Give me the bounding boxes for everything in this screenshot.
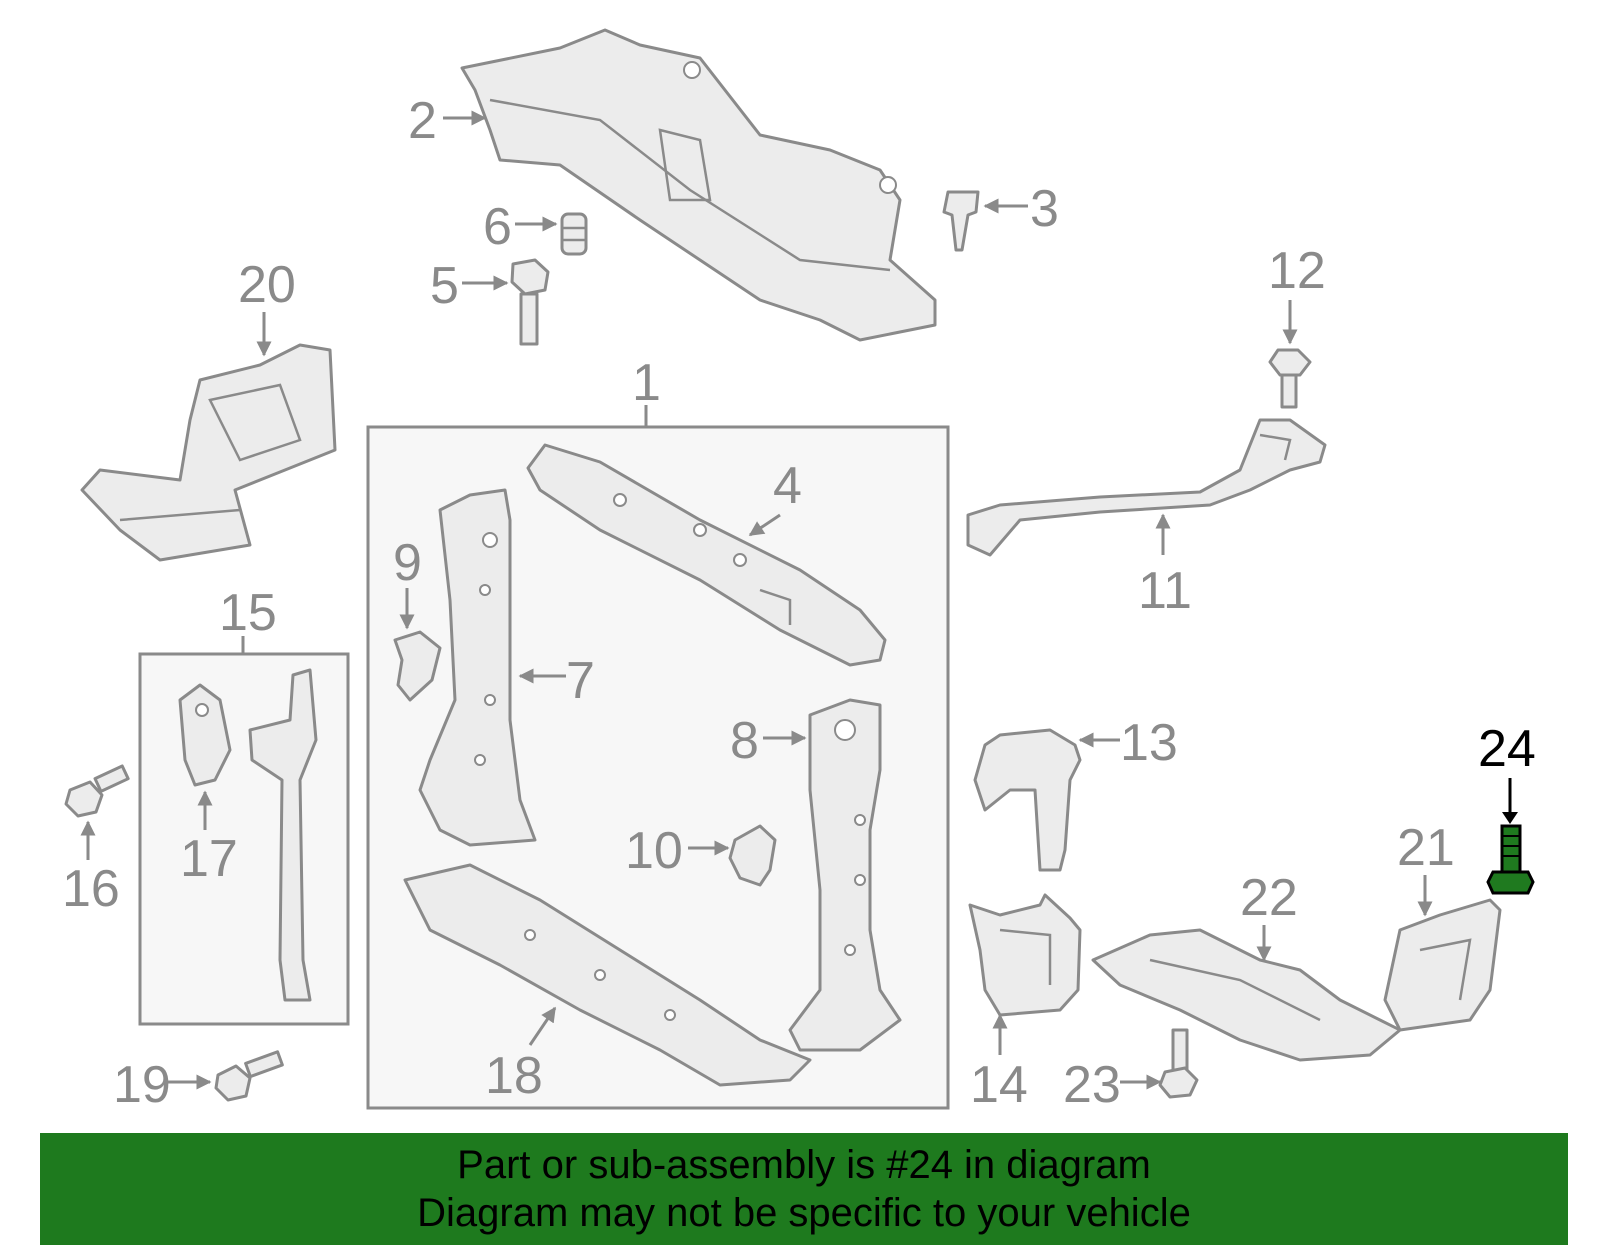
part-9-bracket[interactable] (393, 630, 442, 702)
callout-6: 6 (483, 198, 512, 256)
part-14-duct[interactable] (968, 893, 1082, 1017)
callout-22: 22 (1240, 869, 1298, 927)
callout-23: 23 (1063, 1056, 1121, 1114)
callout-12: 12 (1268, 242, 1326, 300)
part-21-under-cover-side[interactable] (1383, 898, 1502, 1032)
info-banner: Part or sub-assembly is #24 in diagram D… (40, 1133, 1568, 1245)
part-2-support-cover[interactable] (460, 28, 937, 342)
callout-19: 19 (113, 1056, 171, 1114)
part-24-bolt-highlighted[interactable] (1486, 824, 1535, 895)
part-19-bolt[interactable] (214, 1050, 284, 1102)
parts-diagram: 2 3 6 5 20 12 11 1 (62, 28, 1536, 1114)
callout-24: 24 (1478, 720, 1536, 778)
callout-21: 21 (1397, 819, 1455, 877)
part-18-lower-support[interactable] (403, 863, 812, 1087)
part-13-duct[interactable] (973, 728, 1082, 872)
part-4-upper-support[interactable] (526, 443, 887, 667)
arrow-4 (748, 513, 781, 537)
part-16-bolt[interactable] (64, 764, 130, 818)
part-5-bolt[interactable] (510, 258, 550, 346)
part-6-cushion[interactable] (560, 212, 588, 256)
part-20-deflector[interactable] (80, 343, 337, 562)
banner-line-1: Part or sub-assembly is #24 in diagram (457, 1143, 1151, 1187)
callout-3: 3 (1030, 180, 1059, 238)
arrowhead-24 (1502, 812, 1518, 824)
callout-17: 17 (180, 830, 238, 888)
part-12-bolt[interactable] (1268, 348, 1312, 409)
part-8-side-support[interactable] (788, 698, 902, 1052)
callout-14: 14 (970, 1056, 1028, 1114)
callout-13: 13 (1120, 714, 1178, 772)
part-22-under-cover[interactable] (1091, 928, 1402, 1062)
callout-9: 9 (393, 534, 422, 592)
banner-line-2: Diagram may not be specific to your vehi… (417, 1191, 1191, 1235)
callout-8: 8 (730, 712, 759, 770)
callout-4: 4 (773, 457, 802, 515)
part-10-bracket[interactable] (728, 824, 777, 887)
callout-7: 7 (566, 652, 595, 710)
arrow-18 (528, 1006, 557, 1046)
part-3-clip[interactable] (942, 190, 980, 252)
part-15-rod[interactable] (248, 668, 318, 1002)
callout-11: 11 (1138, 562, 1192, 620)
callout-1: 1 (632, 354, 661, 412)
part-17-bracket[interactable] (178, 683, 232, 787)
part-11-brace[interactable] (966, 418, 1327, 557)
callout-15: 15 (219, 584, 277, 642)
part-7-side-support[interactable] (418, 488, 537, 847)
callout-10: 10 (625, 822, 683, 880)
callout-16: 16 (62, 860, 120, 918)
part-23-bolt[interactable] (1158, 1028, 1199, 1099)
callout-18: 18 (485, 1047, 543, 1105)
callout-20: 20 (238, 256, 296, 314)
group-box-15 (138, 652, 350, 1026)
callout-5: 5 (430, 257, 459, 315)
callout-2: 2 (408, 92, 437, 150)
